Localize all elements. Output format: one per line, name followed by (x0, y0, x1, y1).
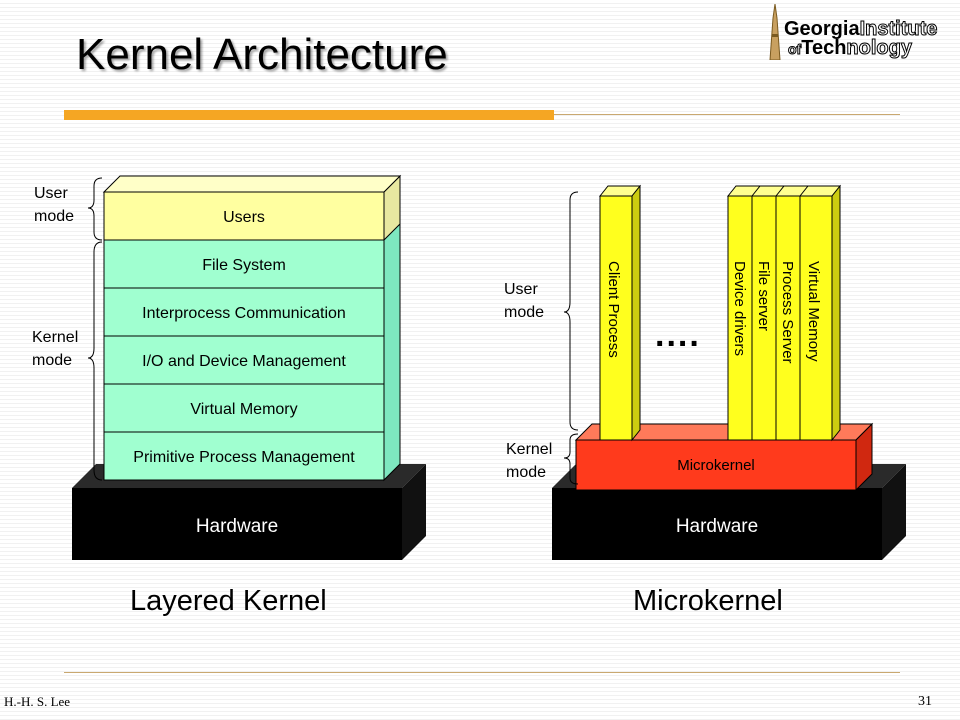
microkernel-caption: Microkernel (633, 585, 783, 617)
logo-line-2: ofTechnology (787, 37, 912, 60)
layer-virtual-memory: Virtual Memory (103, 383, 385, 433)
layered-hardware-label: Hardware (196, 516, 278, 537)
georgia-tech-logo: GeorgiaInstitute ofTechnology (768, 4, 954, 60)
title-accent-line (554, 114, 900, 115)
layer-file-system: File System (103, 239, 385, 289)
server-label: Device drivers (731, 261, 748, 356)
layer-users: Users (103, 191, 385, 241)
layer-ipc: Interprocess Communication (103, 287, 385, 337)
layer-primitive-process-management: Primitive Process Management (103, 431, 385, 481)
more-servers-ellipsis: .... (655, 316, 701, 354)
layer-io-device-management: I/O and Device Management (103, 335, 385, 385)
layered-kernel-caption: Layered Kernel (130, 585, 327, 617)
title-accent-bar (64, 110, 554, 120)
layer-label: Interprocess Communication (142, 305, 346, 322)
server-label: Client Process (605, 261, 622, 358)
server-client-process: Client Process (598, 184, 642, 442)
slide-title: Kernel Architecture (76, 30, 448, 79)
layer-label: Primitive Process Management (133, 449, 355, 466)
server-label: Process Server (779, 261, 796, 364)
tower-icon (769, 4, 781, 60)
layer-label: Users (223, 209, 265, 226)
layer-label: I/O and Device Management (142, 353, 346, 370)
kernel-mode-brace (87, 241, 103, 481)
user-mode-brace (87, 177, 103, 241)
microkernel-label: Microkernel (677, 457, 755, 474)
logo-line-1: GeorgiaInstitute (784, 18, 938, 41)
page-number: 31 (918, 694, 932, 709)
server-virtual-memory: Virtual Memory (798, 184, 842, 442)
server-device-drivers: Device drivers (726, 185, 770, 441)
server-process-server: Process Server (774, 185, 818, 441)
server-label: File server (755, 261, 772, 331)
micro-kernel-mode-brace (563, 433, 579, 485)
server-label: Virtual Memory (805, 261, 822, 362)
layer-label: File System (202, 257, 286, 274)
footer-line (64, 672, 900, 673)
micro-user-mode-brace (563, 191, 579, 431)
layer-label: Virtual Memory (190, 401, 297, 418)
micro-hardware-label: Hardware (676, 516, 758, 537)
server-file-server: File server (750, 185, 794, 441)
author-label: H.-H. S. Lee (4, 694, 71, 709)
